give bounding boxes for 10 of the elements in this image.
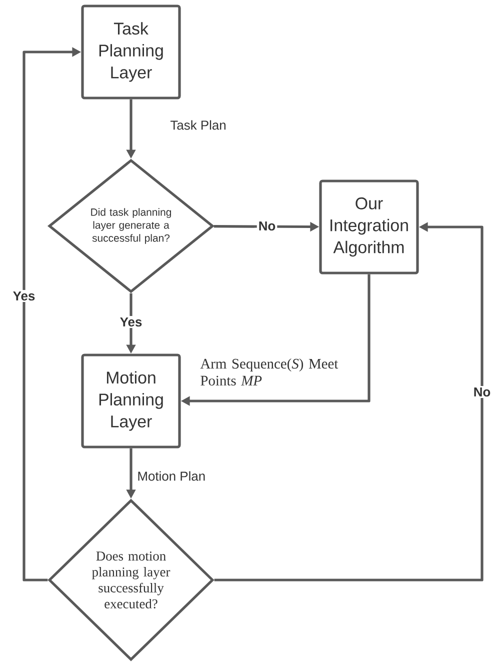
edge-label: No (256, 220, 278, 232)
edge-label: Task Plan (170, 120, 226, 130)
edge-label: No (472, 386, 492, 398)
edge-label: Arm Sequence(S) Meet Points MP (200, 358, 338, 386)
edge-label: Yes (118, 316, 144, 328)
process-box: Motion Planning Layer (81, 354, 181, 448)
edge-label: Motion Plan (138, 471, 205, 481)
process-box: Task Planning Layer (81, 4, 181, 100)
edge-label: Yes (11, 290, 37, 302)
process-box: Our Integration Algorithm (319, 180, 419, 274)
